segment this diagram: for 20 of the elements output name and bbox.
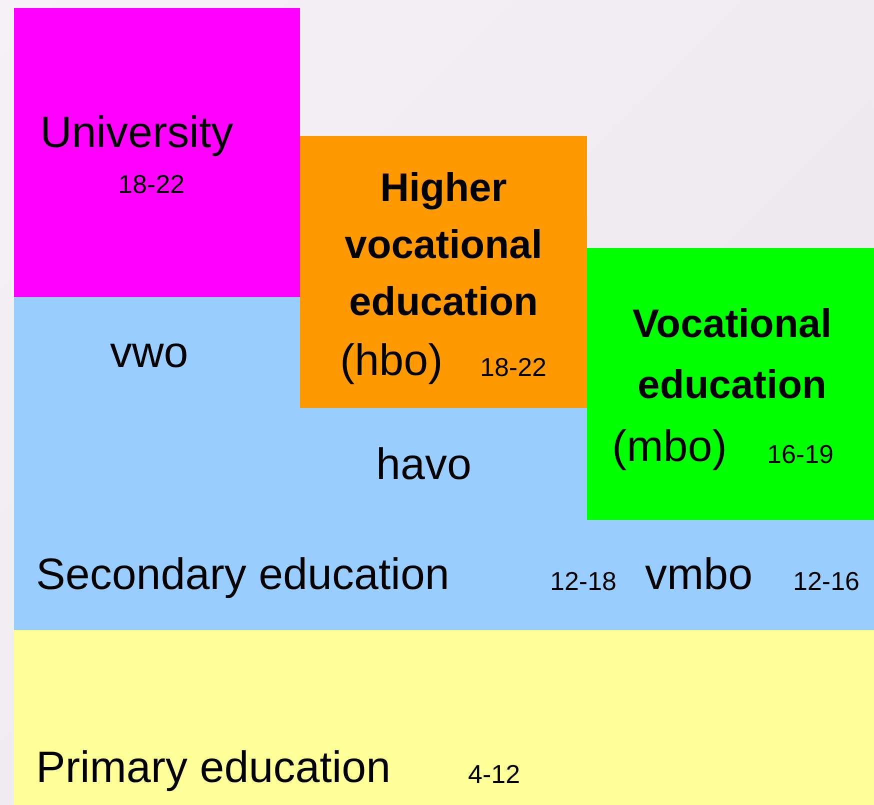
level-label: havo bbox=[376, 440, 472, 491]
vocational-block bbox=[587, 248, 874, 520]
level-label: Primary education bbox=[36, 743, 391, 794]
primary-education-band bbox=[14, 630, 874, 805]
age-range: 18-22 bbox=[480, 353, 546, 383]
level-label: (hbo) bbox=[340, 336, 443, 387]
age-range: 16-19 bbox=[767, 440, 834, 470]
age-range: 4-12 bbox=[468, 760, 520, 790]
level-label: Higher vocational education bbox=[344, 165, 544, 326]
level-label: University bbox=[40, 108, 234, 159]
level-label: (mbo) bbox=[612, 422, 727, 473]
age-range: 18-22 bbox=[118, 170, 184, 200]
level-label: Vocational education bbox=[631, 301, 833, 409]
level-label: Secondary education bbox=[36, 550, 450, 601]
level-label: vmbo bbox=[645, 550, 753, 601]
age-range: 12-16 bbox=[793, 567, 860, 597]
university-block bbox=[14, 8, 300, 297]
age-range: 12-18 bbox=[550, 567, 616, 597]
higher-vocational-block bbox=[300, 136, 587, 408]
level-label: vwo bbox=[110, 328, 188, 379]
